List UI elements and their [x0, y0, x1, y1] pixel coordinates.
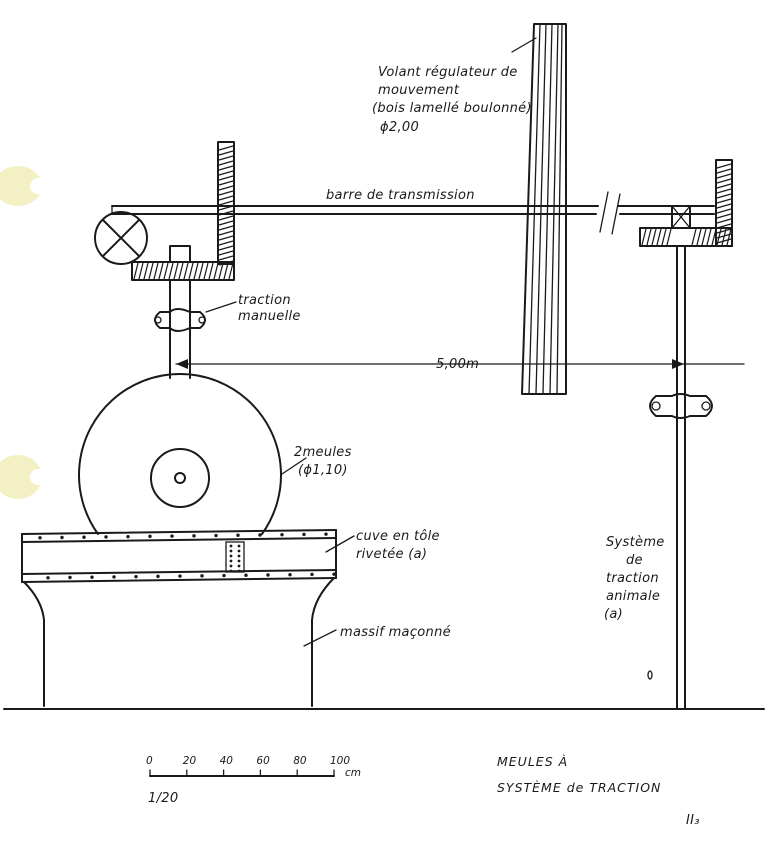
svg-text:traction: traction — [238, 293, 291, 308]
page-number: II₃ — [686, 813, 700, 828]
scale-unit: cm — [345, 767, 361, 779]
shaft-right — [676, 245, 686, 709]
svg-text:2meules: 2meules — [294, 445, 352, 460]
drawing-title: MEULES À SYSTÈME de TRACTION — [497, 754, 661, 795]
svg-text:mouvement: mouvement — [378, 83, 460, 98]
bevel-gear-left — [131, 141, 235, 281]
transmission-bar — [111, 191, 715, 235]
flywheel — [521, 23, 567, 395]
scale-bar: 0 20 40 60 80 100 cm 1/20 — [146, 755, 361, 806]
scale-tick-label: 60 — [256, 755, 270, 767]
svg-text:rivetée (a): rivetée (a) — [356, 547, 427, 562]
svg-text:SYSTÈME de TRACTION: SYSTÈME de TRACTION — [497, 780, 661, 795]
masonry-label: massif maçonné — [340, 625, 451, 640]
animal-traction-label: Système de traction animale (a) — [604, 535, 665, 622]
manual-handle — [154, 308, 206, 332]
millstones-label: 2meules (ϕ1,10) — [294, 445, 352, 478]
riveted-tank — [21, 529, 337, 583]
punch-hole-mark-bottom — [0, 455, 42, 499]
svg-text:MEULES À: MEULES À — [497, 754, 568, 769]
svg-text:manuelle: manuelle — [238, 309, 301, 324]
svg-text:Volant régulateur de: Volant régulateur de — [378, 65, 518, 80]
svg-text:traction: traction — [606, 571, 659, 586]
svg-text:de: de — [626, 553, 643, 568]
punch-holes — [0, 166, 46, 499]
punch-hole-top — [30, 178, 46, 194]
svg-text:(a): (a) — [604, 607, 623, 622]
dimension-line — [175, 359, 745, 369]
flywheel-label: Volant régulateur de mouvement (bois lam… — [372, 65, 532, 135]
tank-label: cuve en tôle rivetée (a) — [356, 529, 440, 562]
svg-text:(bois lamellé boulonné): (bois lamellé boulonné) — [372, 101, 532, 116]
millstone — [78, 373, 282, 535]
animal-traction-coupling — [649, 393, 713, 419]
svg-text:(ϕ1,10): (ϕ1,10) — [298, 463, 348, 478]
distance-label: 5,00m — [436, 357, 479, 372]
svg-text:Système: Système — [606, 535, 665, 550]
flywheel-leader — [511, 37, 537, 53]
scale-ratio: 1/20 — [148, 791, 178, 806]
small-mark — [647, 670, 653, 680]
scale-tick-label: 0 — [146, 755, 153, 767]
punch-hole-mark-top — [0, 166, 42, 206]
masonry-leader — [303, 629, 337, 647]
svg-text:animale: animale — [606, 589, 660, 604]
bearing-left — [94, 211, 148, 265]
punch-hole-bottom — [30, 469, 46, 485]
manual-traction-leader — [205, 301, 237, 313]
bevel-gear-right — [639, 159, 733, 247]
scale-tick-label: 20 — [183, 755, 197, 767]
transmission-bar-label: barre de transmission — [326, 188, 475, 203]
masonry-base — [23, 577, 335, 707]
scale-tick-label: 80 — [293, 755, 307, 767]
scale-tick-label: 40 — [220, 755, 234, 767]
svg-text:ϕ2,00: ϕ2,00 — [380, 120, 419, 135]
svg-text:cuve en tôle: cuve en tôle — [356, 529, 440, 544]
millstone-leader — [281, 457, 307, 475]
scale-tick-label: 100 — [330, 755, 350, 767]
manual-traction-label: traction manuelle — [238, 293, 301, 324]
tank-leader — [325, 535, 355, 553]
